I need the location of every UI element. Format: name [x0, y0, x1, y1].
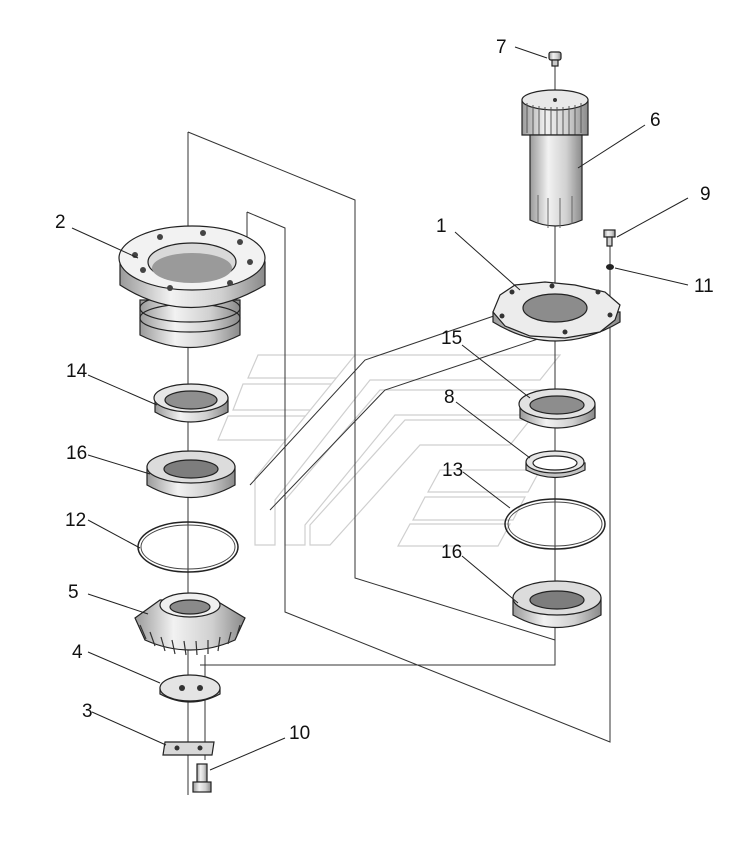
- callout-3: 3: [82, 701, 93, 722]
- callout-2: 2: [55, 212, 66, 233]
- callout-14: 14: [66, 361, 88, 382]
- callout-16-right: 16: [441, 542, 462, 563]
- callout-4: 4: [72, 642, 83, 663]
- part-9-bolt: [603, 229, 616, 247]
- callout-numbers: 7 6 9 2 1 11 15 14 8 16 13 12 16 5 4 3 1…: [55, 37, 714, 744]
- callout-13: 13: [442, 460, 463, 481]
- part-8-spacer-ring: [525, 450, 586, 479]
- part-13-o-ring: [504, 498, 606, 550]
- callout-10: 10: [289, 723, 310, 744]
- part-16-bearing-right: [512, 580, 602, 629]
- callout-16-left: 16: [66, 443, 87, 464]
- callout-1: 1: [436, 216, 447, 237]
- part-4-washer: [159, 674, 221, 703]
- part-10-bolt: [192, 763, 212, 793]
- part-7-screw: [548, 51, 562, 67]
- part-2-hub-housing: [118, 225, 266, 348]
- part-6-splined-shaft: [521, 89, 589, 228]
- part-1-flange: [492, 281, 621, 342]
- callout-7: 7: [496, 37, 507, 58]
- leader-lines: [71, 46, 689, 771]
- callout-11: 11: [694, 276, 714, 297]
- callout-6: 6: [650, 110, 661, 131]
- callout-8: 8: [444, 387, 455, 408]
- watermark-logo: [217, 354, 562, 547]
- part-3-lock-plate: [162, 741, 215, 756]
- callout-12: 12: [65, 510, 86, 531]
- callout-15: 15: [441, 328, 462, 349]
- part-15-seal-ring: [518, 388, 596, 429]
- part-16-bearing-left: [146, 450, 236, 499]
- callout-5: 5: [68, 582, 79, 603]
- part-14-seal: [153, 383, 229, 423]
- part-5-bevel-gear: [134, 592, 246, 656]
- callout-9: 9: [700, 184, 711, 205]
- part-11-washer: [606, 264, 614, 270]
